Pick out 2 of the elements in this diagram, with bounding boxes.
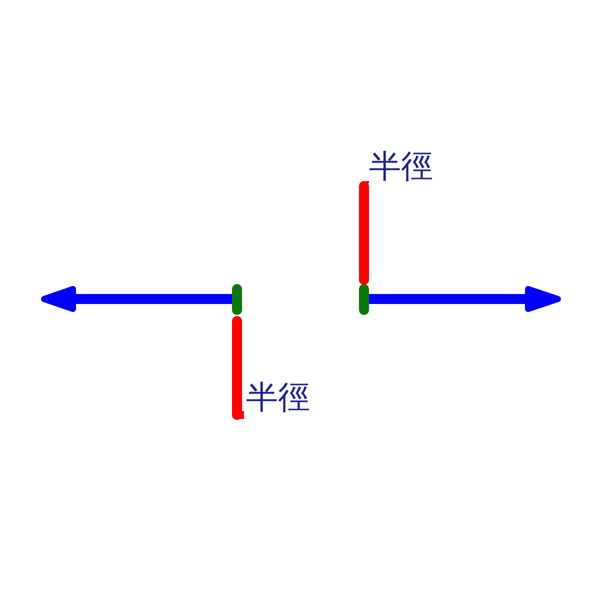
dimension-label: 半徑 [369, 150, 433, 182]
dimension-label: 半徑 [246, 381, 310, 413]
